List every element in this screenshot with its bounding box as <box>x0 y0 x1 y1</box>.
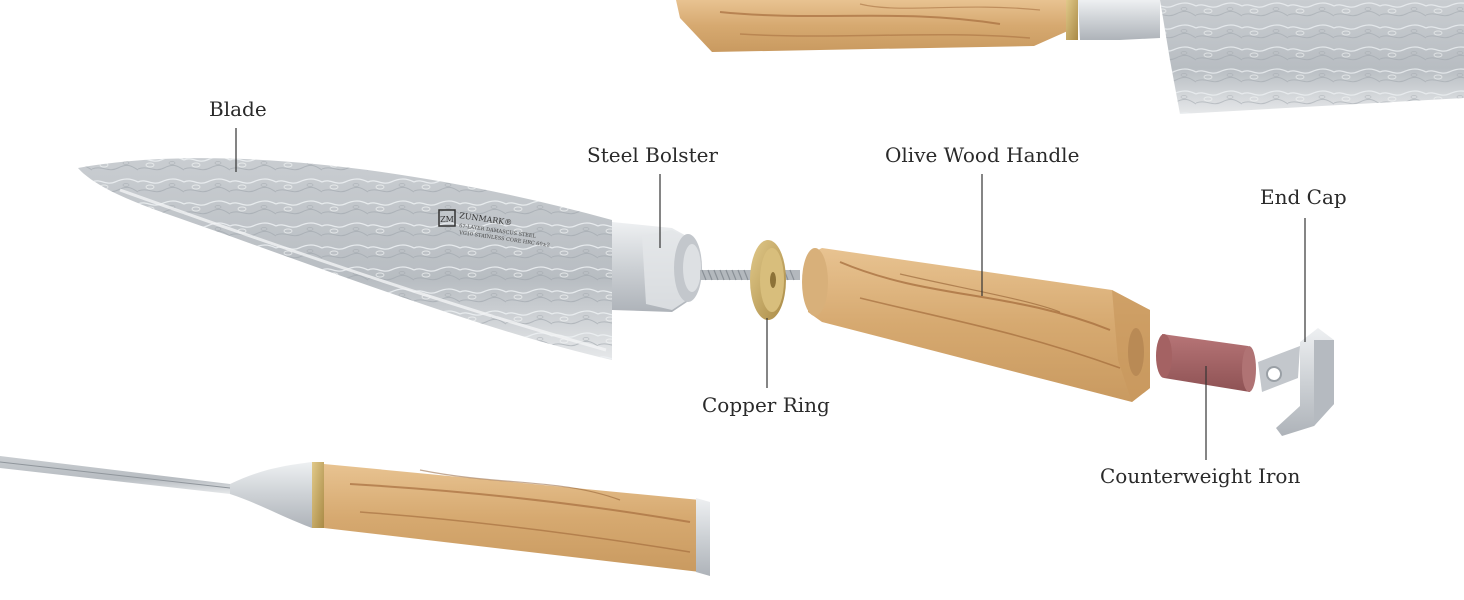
bottom-end-cap <box>696 498 710 576</box>
bottom-copper-ring <box>312 462 324 528</box>
label-blade: Blade <box>209 97 267 121</box>
copper-ring <box>750 240 786 320</box>
label-end-cap: End Cap <box>1260 185 1347 209</box>
leader-lines <box>235 128 1306 460</box>
top-copper-ring <box>1066 0 1078 40</box>
brand-logo-icon <box>438 209 456 227</box>
bottom-handle-wood <box>324 464 700 572</box>
olive-wood-handle <box>802 248 1150 402</box>
end-cap <box>1258 328 1334 436</box>
logo-mark-text: ZM <box>440 215 454 224</box>
label-steel-bolster: Steel Bolster <box>587 143 718 167</box>
label-olive-wood-handle: Olive Wood Handle <box>885 143 1080 167</box>
top-handle-wood <box>676 0 1072 52</box>
top-knife-partial <box>676 0 1464 114</box>
label-counterweight-iron: Counterweight Iron <box>1100 464 1301 488</box>
steel-bolster <box>612 222 702 312</box>
top-bolster <box>1078 0 1160 40</box>
label-copper-ring: Copper Ring <box>702 393 830 417</box>
counterweight-iron <box>1156 334 1256 392</box>
main-blade: ZM ZUNMARK® 67-LAYER DAMASCUS STEEL VG10… <box>78 158 612 360</box>
bottom-knife-partial <box>0 456 710 576</box>
bottom-bolster <box>230 462 312 528</box>
